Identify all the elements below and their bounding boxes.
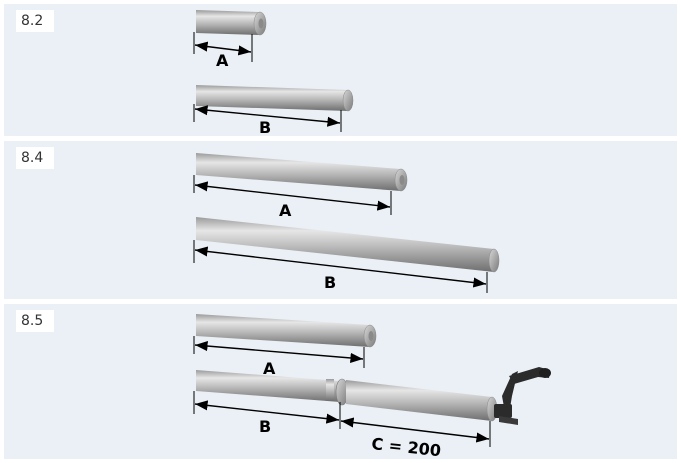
section-8-5-drawing: A B C = 200 bbox=[193, 314, 551, 459]
dimension-label-b: B bbox=[259, 417, 271, 436]
dimension-c: C = 200 bbox=[340, 417, 491, 459]
extended-rod-assembly bbox=[196, 370, 498, 422]
section-8-4-drawing: A B bbox=[193, 153, 500, 293]
section-label: 8.4 bbox=[16, 147, 54, 169]
dimension-b: B bbox=[193, 240, 488, 293]
dimension-a: A bbox=[193, 175, 392, 220]
section-label: 8.5 bbox=[16, 310, 54, 332]
section-8-4: 8.4 A B bbox=[4, 141, 677, 299]
dimension-label-a: A bbox=[216, 51, 229, 70]
section-8-2: 8.2 A B bbox=[4, 4, 677, 136]
dimension-b: B bbox=[193, 391, 341, 436]
section-label: 8.2 bbox=[16, 10, 54, 32]
long-rod bbox=[196, 85, 354, 112]
dimension-label-b: B bbox=[259, 118, 271, 136]
dimension-label-c: C = 200 bbox=[371, 434, 442, 459]
medium-rod bbox=[196, 314, 377, 348]
medium-rod bbox=[196, 153, 408, 192]
section-8-5: 8.5 A bbox=[4, 304, 677, 459]
dimension-a: A bbox=[193, 32, 253, 70]
extra-long-rod bbox=[196, 217, 500, 273]
crank-handle bbox=[494, 367, 551, 425]
short-rod bbox=[196, 10, 267, 36]
dimension-b: B bbox=[193, 104, 342, 136]
dimension-a: A bbox=[193, 336, 365, 378]
section-8-2-drawing: A B bbox=[193, 10, 354, 136]
dimension-label-a: A bbox=[263, 359, 276, 378]
dimension-label-b: B bbox=[324, 273, 336, 292]
dimension-label-a: A bbox=[279, 201, 292, 220]
